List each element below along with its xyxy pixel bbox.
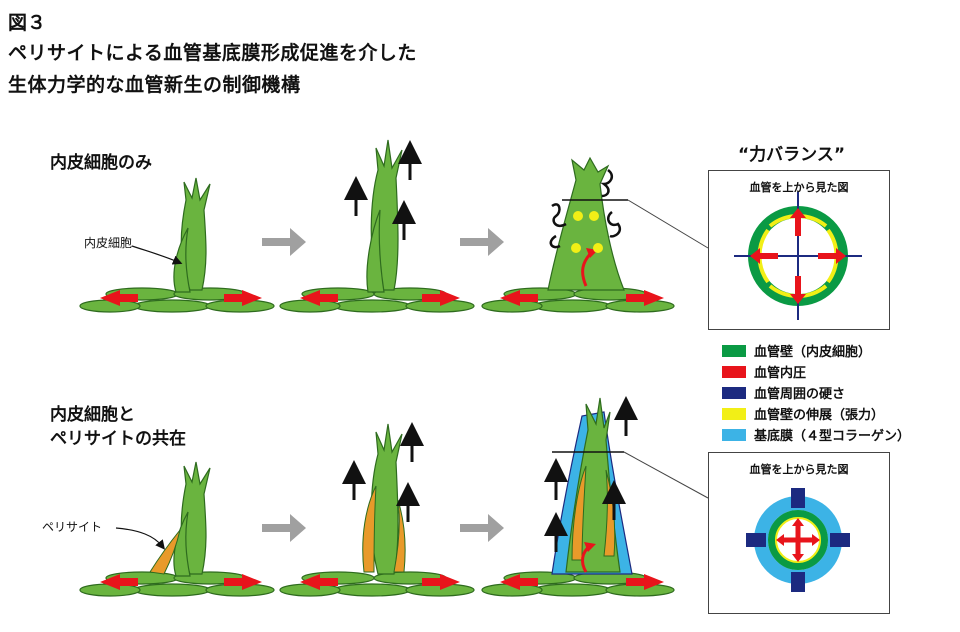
gray-step-arrow-1 [262,228,306,256]
row-label-coexist-line2: ペリサイトの共在 [50,429,186,449]
legend-swatch [722,365,746,378]
legend-item-wall-stretch: 血管壁の伸展（張力） [722,403,958,424]
gray-step-arrow-3 [262,514,306,542]
cross-section-endothelial [734,192,862,320]
red-arrow-left [100,290,138,306]
pericyte-label: ペリサイト [42,520,103,534]
figure-number: 図３ [8,12,47,34]
legend-swatch [722,428,746,441]
legend-item-basement-membrane: 基底膜（４型コラーゲン） [722,424,958,445]
leader-line-bottom [623,451,709,499]
legend-swatch [722,386,746,399]
figure-title-line1: ペリサイトによる血管基底膜形成促進を介した [8,42,417,64]
label-pointer [131,245,183,265]
panel-bottom-2 [279,422,475,597]
figure-title-line2: 生体力学的な血管新生の制御機構 [8,74,301,96]
force-balance-title: “力バランス” [738,145,846,165]
legend-item-intravascular-pressure: 血管内圧 [722,361,958,382]
sprout-cells [173,177,211,293]
legend-item-perivascular-stiffness: 血管周囲の硬さ [722,382,958,403]
panel-top-2 [279,139,475,313]
legend-swatch [722,407,746,420]
gray-step-arrow-2 [460,228,504,256]
red-arrow-right [224,290,262,306]
legend-swatch [722,344,746,357]
row-label-endothelial-only: 内皮細胞のみ [50,153,152,173]
panel-bottom-3 [481,396,675,597]
cross-section-coexist [746,488,850,592]
endothelial-cell-label: 内皮細胞 [84,236,133,250]
row-label-coexist-line1: 内皮細胞と [50,405,135,425]
leader-line-top [627,199,709,249]
panel-top-3 [481,156,675,313]
panel-top-1 [79,177,275,313]
legend: 血管壁（内皮細胞） 血管内圧 血管周囲の硬さ 血管壁の伸展（張力） 基底膜（４型… [722,340,958,445]
gray-step-arrow-4 [460,514,504,542]
panel-bottom-1 [79,461,275,597]
top-view-title-endothelial: 血管を上から見た図 [749,181,849,194]
top-view-title-coexist: 血管を上から見た図 [749,463,849,476]
legend-item-vessel-wall: 血管壁（内皮細胞） [722,340,958,361]
pericyte [149,529,181,575]
